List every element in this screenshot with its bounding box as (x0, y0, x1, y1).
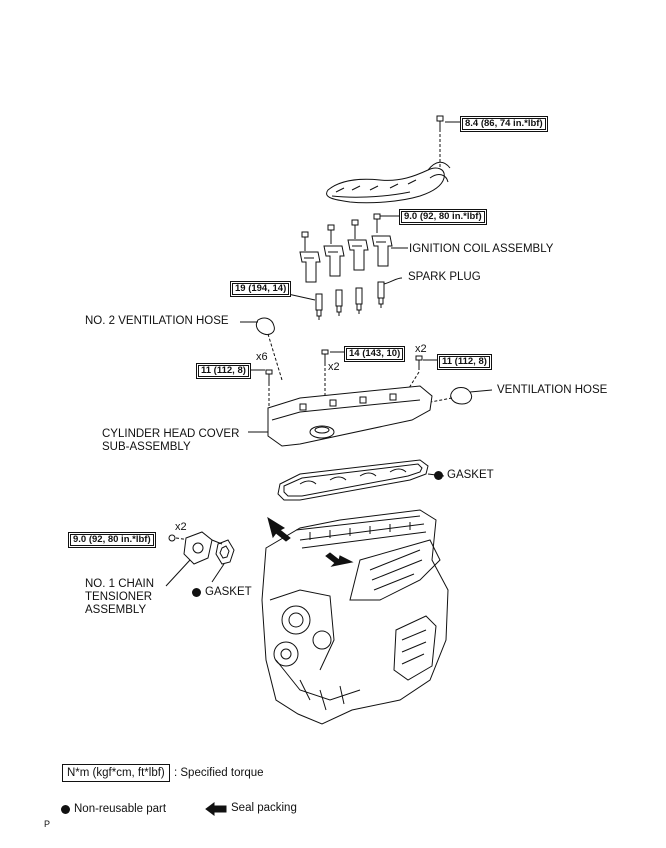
ventilation-hose (419, 387, 493, 405)
tensioner-bolt-torque: 9.0 (92, 80 in.*lbf) (68, 532, 156, 548)
cover-gasket (277, 459, 445, 501)
seal-packing-legend: Seal packing (231, 802, 297, 814)
tensioner-gasket-label: GASKET (205, 586, 252, 598)
chain-tensioner (165, 531, 223, 587)
corner-mark: P (44, 819, 51, 829)
tensioner-gasket-dot (192, 588, 201, 597)
vent-hose-label: VENTILATION HOSE (497, 384, 608, 396)
wire-bolt-torque: 8.4 (86, 74 in.*lbf) (460, 116, 548, 132)
cylinder-head-cover (248, 385, 433, 447)
center-bolt-torque: 14 (143, 10) (344, 346, 406, 362)
right-bolt-qty: x2 (415, 343, 427, 355)
tensioner-gasket (211, 539, 235, 583)
tensioner-bolt-qty: x2 (175, 521, 187, 533)
center-bolt-qty: x2 (328, 361, 340, 373)
spark-plug-label: SPARK PLUG (408, 271, 481, 283)
coil-bolt-torque: 9.0 (92, 80 in.*lbf) (399, 209, 487, 225)
cover-gasket-dot (434, 471, 443, 480)
spark-plug-torque: 19 (194, 14) (230, 281, 292, 297)
torque-unit-legend: N*m (kgf*cm, ft*lbf) (62, 764, 170, 782)
ignition-coil-label: IGNITION COIL ASSEMBLY (409, 243, 554, 255)
engine-block (261, 509, 449, 725)
cover-bolts (248, 349, 438, 408)
wire-harness-bolt (436, 115, 462, 132)
ignition-wire-harness (326, 161, 451, 204)
cyl-head-cover-label: CYLINDER HEAD COVER SUB-ASSEMBLY (102, 428, 240, 453)
coil-bolts (301, 213, 400, 251)
seal-packing-arrows (267, 516, 354, 567)
torque-desc-legend: : Specified torque (174, 767, 264, 779)
non-reusable-dot (61, 805, 70, 814)
right-bolt-torque: 11 (112, 8) (437, 354, 492, 370)
cover-gasket-label: GASKET (447, 469, 494, 481)
no2-vent-hose-label: NO. 2 VENTILATION HOSE (85, 315, 229, 327)
chain-tensioner-label: NO. 1 CHAIN TENSIONER ASSEMBLY (85, 578, 155, 616)
spark-plugs (287, 277, 403, 320)
ignition-coils (299, 235, 408, 283)
seal-packing-legend-arrow (205, 802, 227, 816)
non-reusable-legend: Non-reusable part (74, 803, 167, 815)
no2-ventilation-hose (240, 317, 283, 381)
left-bolt-torque: 11 (112, 8) (196, 363, 251, 379)
left-bolt-qty: x6 (256, 351, 268, 363)
